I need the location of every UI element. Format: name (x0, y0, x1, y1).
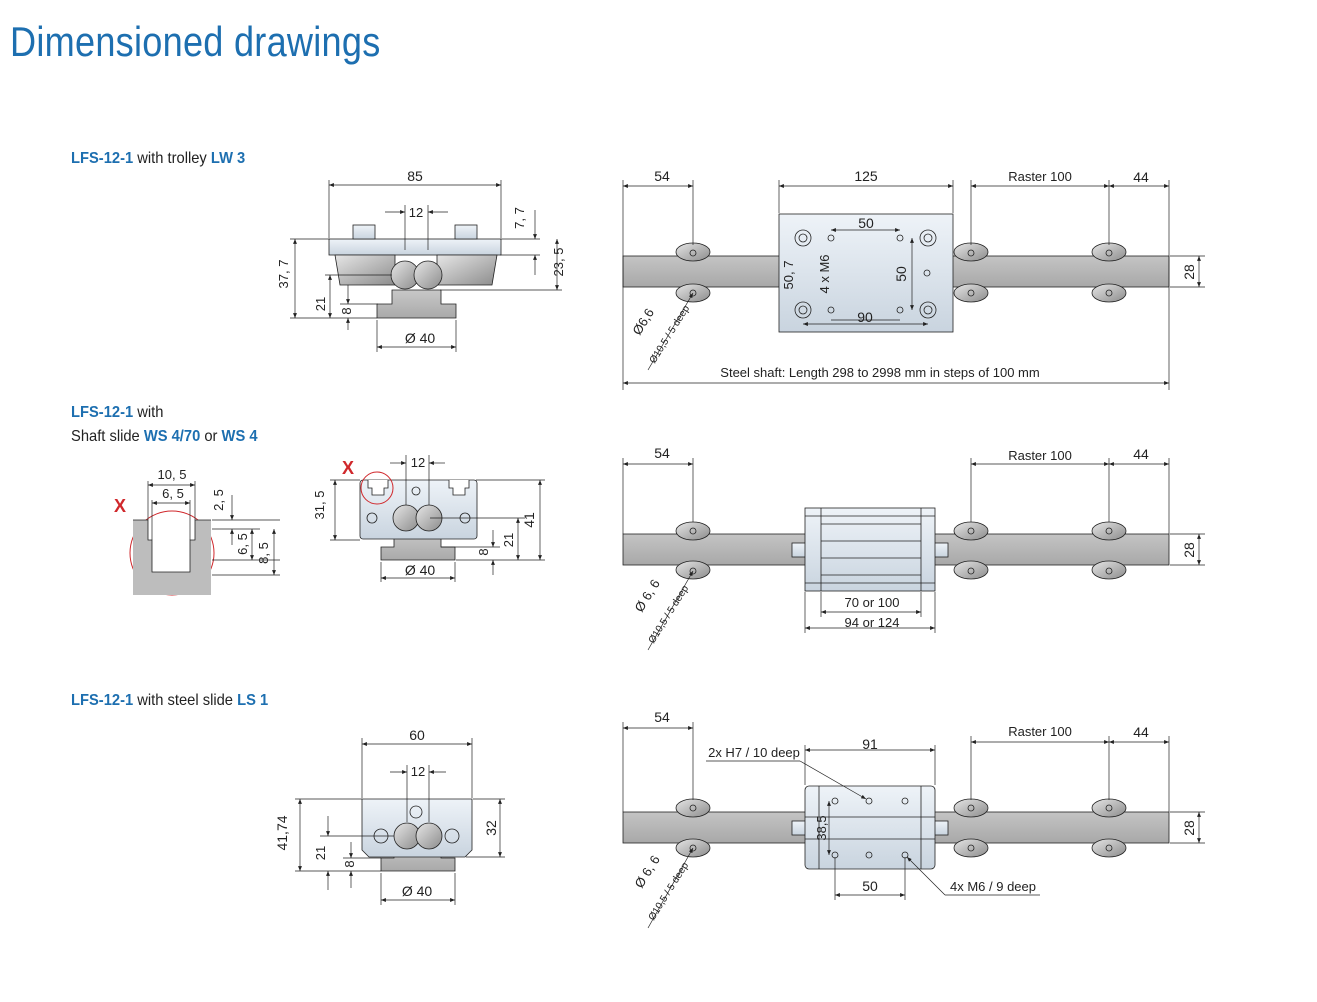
dim-base-height: 8 (342, 860, 357, 867)
top-view-ls1-dims (622, 722, 1205, 929)
part-name: LW 3 (210, 150, 246, 167)
dim-shaft-height: 28 (1181, 820, 1197, 836)
front-view-lw3-dims (290, 180, 562, 352)
dim-bottom-width: 90 (857, 309, 873, 325)
dim-carriage-length: 125 (854, 168, 878, 184)
section1-caption: LFS-12-1 with trolley LW 3 (71, 150, 245, 168)
dim-total-height: 41,74 (274, 815, 290, 850)
page-title: Dimensioned drawings (10, 18, 381, 65)
dim-lower-height: 21 (313, 297, 328, 311)
caption-text: or (200, 428, 222, 445)
dim-hole-diameter: Ø 6, 6 (631, 853, 662, 891)
top-view-ws4-dims (622, 458, 1205, 651)
dim-slot-depth1: 2, 5 (211, 489, 226, 511)
dim-left-offset: 54 (654, 709, 670, 725)
front-view-ls1-dims (295, 738, 505, 905)
dim-bolt-spec: 4 x M6 (817, 254, 832, 293)
dim-right-offset: 44 (1133, 446, 1149, 462)
dim-hole-diameter: Ø6,6 (629, 306, 657, 338)
dim-overall-length: 94 or 124 (845, 615, 900, 630)
dim-shaft-height: 28 (1181, 542, 1197, 558)
section2-caption-line1: LFS-12-1 with (71, 404, 163, 422)
dim-lower-height: 21 (501, 533, 516, 547)
section2-caption-line2: Shaft slide WS 4/70 or WS 4 (71, 428, 258, 446)
dim-left-height: 31, 5 (312, 491, 327, 520)
product-name: LFS-12-1 (71, 692, 134, 709)
dim-inner-width: 50 (862, 878, 878, 894)
dim-inner-height: 38,5 (814, 815, 829, 840)
dim-lower-height: 21 (313, 846, 328, 860)
front-view-ls1 (361, 798, 473, 872)
dim-raster: Raster 100 (1008, 169, 1072, 184)
dim-side-height: 23, 5 (551, 248, 566, 277)
dim-slot-depth2: 6, 5 (235, 533, 250, 555)
detail-x-dims (147, 481, 280, 576)
dim-left-offset: 54 (654, 445, 670, 461)
dim-raster: Raster 100 (1008, 448, 1072, 463)
top-view-ls1 (622, 785, 1170, 870)
dim-right-offset: 44 (1133, 169, 1149, 185)
dim-right-offset: 44 (1133, 724, 1149, 740)
top-view-ws4 (622, 507, 1170, 592)
dim-slot-depth3: 8, 5 (256, 542, 271, 564)
dim-total-height: 41 (521, 512, 537, 528)
part-name: WS 4 (221, 428, 258, 445)
caption-text: with (133, 404, 164, 421)
dim-side-offset: 50, 7 (781, 261, 796, 290)
dim-top-height: 7, 7 (512, 207, 527, 229)
caption-text: Shaft slide (71, 428, 144, 445)
dim-inner-width: 50 (858, 215, 874, 231)
dim-base-height: 8 (339, 307, 354, 314)
shaft-note: Steel shaft: Length 298 to 2998 mm in st… (720, 365, 1039, 380)
dim-diameter: Ø 40 (405, 330, 436, 346)
pin-hole-note: 2x H7 / 10 deep (708, 745, 800, 760)
dim-width: 60 (409, 727, 425, 743)
dim-slot-outer: 10, 5 (158, 467, 187, 482)
part-name: WS 4/70 (143, 428, 201, 445)
dim-gap: 12 (409, 205, 423, 220)
view-marker: X (342, 458, 354, 478)
dim-shaft-height: 28 (1181, 264, 1197, 280)
part-name: LS 1 (237, 692, 269, 709)
dim-base-height: 8 (476, 548, 491, 555)
product-name: LFS-12-1 (71, 404, 134, 421)
dim-raster: Raster 100 (1008, 724, 1072, 739)
front-view-ws4-dims (330, 455, 545, 582)
section3-caption: LFS-12-1 with steel slide LS 1 (71, 692, 268, 710)
caption-text: with steel slide (133, 692, 238, 709)
detail-x-view (129, 510, 215, 596)
dim-inner-height: 50 (893, 266, 909, 282)
dim-slot-inner: 6, 5 (162, 486, 184, 501)
dim-diameter: Ø 40 (405, 562, 436, 578)
dim-gap: 12 (411, 455, 425, 470)
dim-gap: 12 (411, 764, 425, 779)
top-view-lw3 (622, 213, 1170, 333)
top-view-lw3-dims (622, 180, 1205, 390)
dim-carriage-length: 91 (862, 736, 878, 752)
dim-body-length: 70 or 100 (845, 595, 900, 610)
dim-hole-diameter: Ø 6, 6 (631, 577, 662, 615)
dim-width: 85 (407, 168, 423, 184)
product-name: LFS-12-1 (71, 150, 134, 167)
dim-diameter: Ø 40 (402, 883, 433, 899)
dim-side-height: 32 (483, 820, 499, 836)
caption-text: with trolley (133, 150, 211, 167)
thread-note: 4x M6 / 9 deep (950, 879, 1036, 894)
dim-total-height: 37, 7 (276, 260, 291, 289)
front-view-ws4 (359, 471, 478, 561)
front-view-lw3 (328, 224, 502, 319)
detail-marker: X (114, 496, 126, 516)
dim-left-offset: 54 (654, 168, 670, 184)
